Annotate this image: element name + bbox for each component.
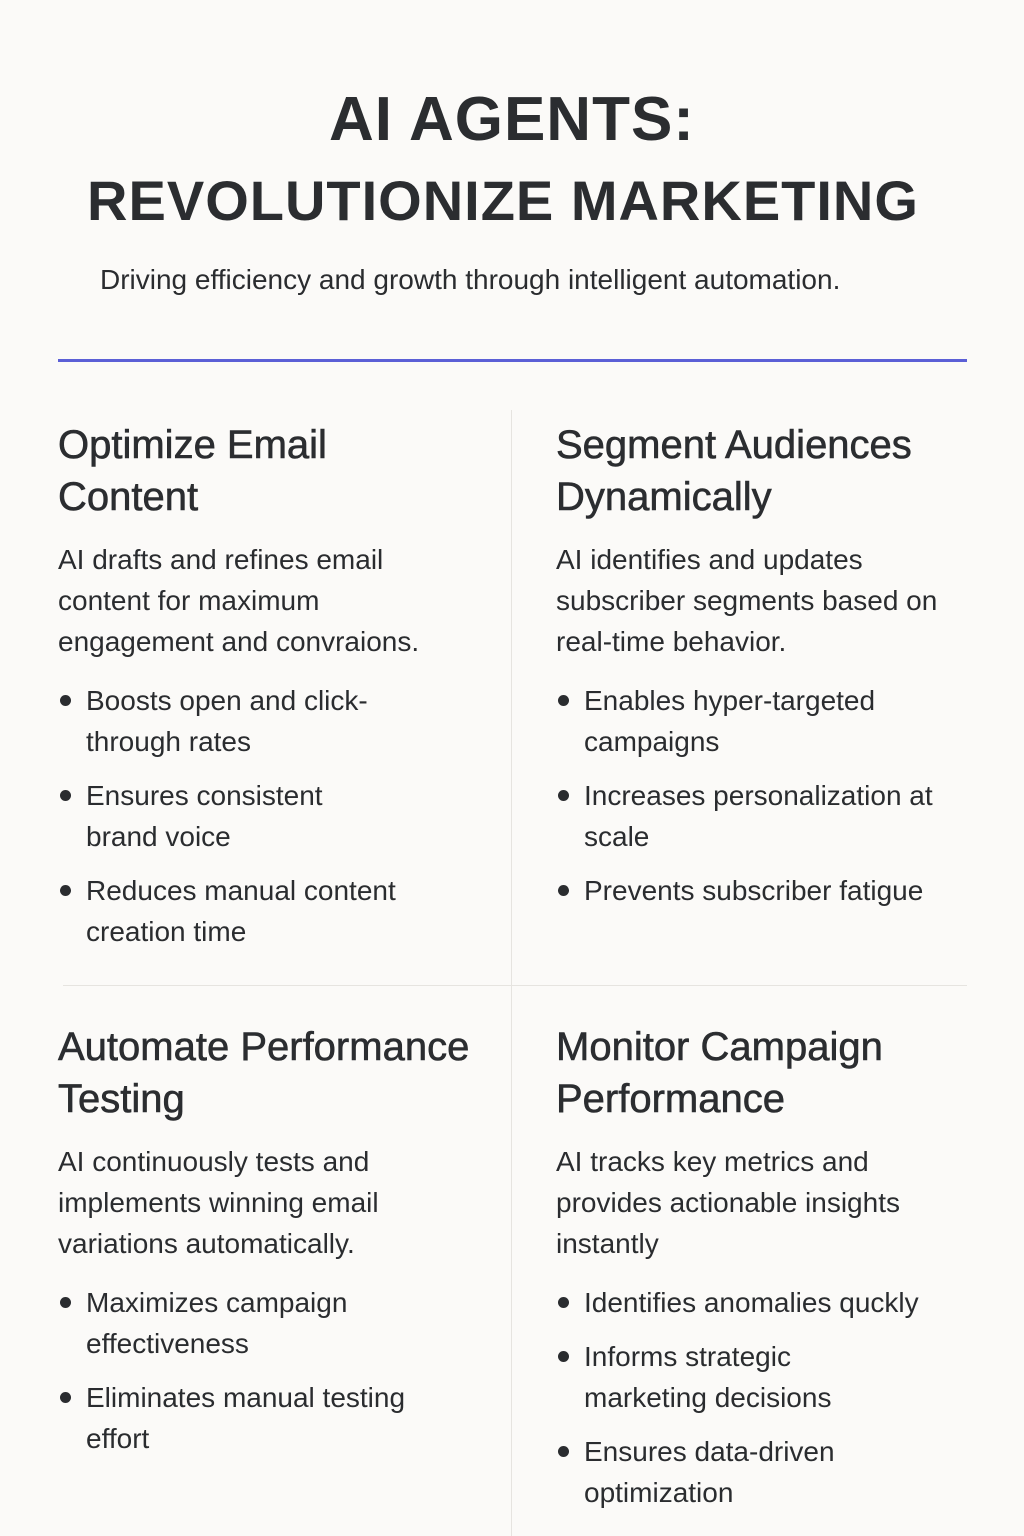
list-item: Ensures data-driven optimization <box>556 1431 904 1513</box>
bullet-text: Increases personalization at scale <box>584 780 933 852</box>
bullet-icon <box>60 695 71 706</box>
card-bullets: Maximizes campaign effectiveness Elimina… <box>58 1282 488 1459</box>
card-bullets: Enables hyper-targeted campaigns Increas… <box>556 680 976 911</box>
bullet-text: Ensures consistent brand voice <box>86 780 323 852</box>
list-item: Maximizes campaign effectiveness <box>58 1282 406 1364</box>
card-automate-testing: Automate Performance Testing AI continuo… <box>58 1021 488 1472</box>
page-title: AI AGENTS: <box>329 85 695 154</box>
card-description: AI drafts and refines email content for … <box>58 544 420 657</box>
list-item: Identifies anomalies quckly <box>556 1282 976 1323</box>
list-item: Prevents subscriber fatigue <box>556 870 976 911</box>
list-item: Increases personalization at scale <box>556 775 954 857</box>
list-item: Boosts open and click-through rates <box>58 680 458 762</box>
bullet-icon <box>558 1446 569 1457</box>
card-heading: Monitor Campaign Performance <box>556 1025 883 1122</box>
bullet-text: Enables hyper-targeted campaigns <box>584 685 876 757</box>
list-item: Ensures consistent brand voice <box>58 775 386 857</box>
list-item: Reduces manual content creation time <box>58 870 458 952</box>
card-heading: Segment Audiences Dynamically <box>556 423 912 520</box>
card-bullets: Boosts open and click-through rates Ensu… <box>58 680 458 952</box>
bullet-text: Informs strategic marketing decisions <box>584 1341 832 1413</box>
page-title-line2: REVOLUTIONIZE MARKETING <box>87 169 919 232</box>
card-description: AI tracks key metrics and provides actio… <box>556 1146 900 1259</box>
bullet-text: Reduces manual content creation time <box>86 875 396 947</box>
bullet-text: Maximizes campaign effectiveness <box>86 1287 348 1359</box>
card-optimize-email: Optimize Email Content AI drafts and ref… <box>58 419 458 965</box>
card-heading: Optimize Email Content <box>58 423 328 520</box>
bullet-text: Prevents subscriber fatigue <box>584 875 924 906</box>
bullet-text: Identifies anomalies quckly <box>584 1287 919 1318</box>
card-description: AI identifies and updates subscriber seg… <box>556 544 938 657</box>
list-item: Eliminates manual testing effort <box>58 1377 466 1459</box>
card-bullets: Identifies anomalies quckly Informs stra… <box>556 1282 976 1513</box>
bullet-text: Ensures data-driven optimization <box>584 1436 835 1508</box>
card-segment-audiences: Segment Audiences Dynamically AI identif… <box>556 419 976 924</box>
bullet-icon <box>558 695 569 706</box>
horizontal-divider <box>63 985 967 986</box>
bullet-icon <box>558 1351 569 1362</box>
bullet-text: Boosts open and click-through rates <box>86 685 368 757</box>
bullet-icon <box>60 1392 71 1403</box>
bullet-icon <box>558 1297 569 1308</box>
card-description: AI continuously tests and implements win… <box>58 1146 379 1259</box>
bullet-icon <box>558 885 569 896</box>
bullet-icon <box>60 790 71 801</box>
card-heading: Automate Performance Testing <box>58 1025 470 1122</box>
accent-divider <box>58 359 967 362</box>
vertical-divider <box>511 410 512 1536</box>
list-item: Informs strategic marketing decisions <box>556 1336 904 1418</box>
bullet-icon <box>60 885 71 896</box>
list-item: Enables hyper-targeted campaigns <box>556 680 924 762</box>
bullet-icon <box>60 1297 71 1308</box>
page-subtitle: Driving efficiency and growth through in… <box>100 264 841 295</box>
card-monitor-performance: Monitor Campaign Performance AI tracks k… <box>556 1021 976 1526</box>
bullet-text: Eliminates manual testing effort <box>86 1382 406 1454</box>
bullet-icon <box>558 790 569 801</box>
